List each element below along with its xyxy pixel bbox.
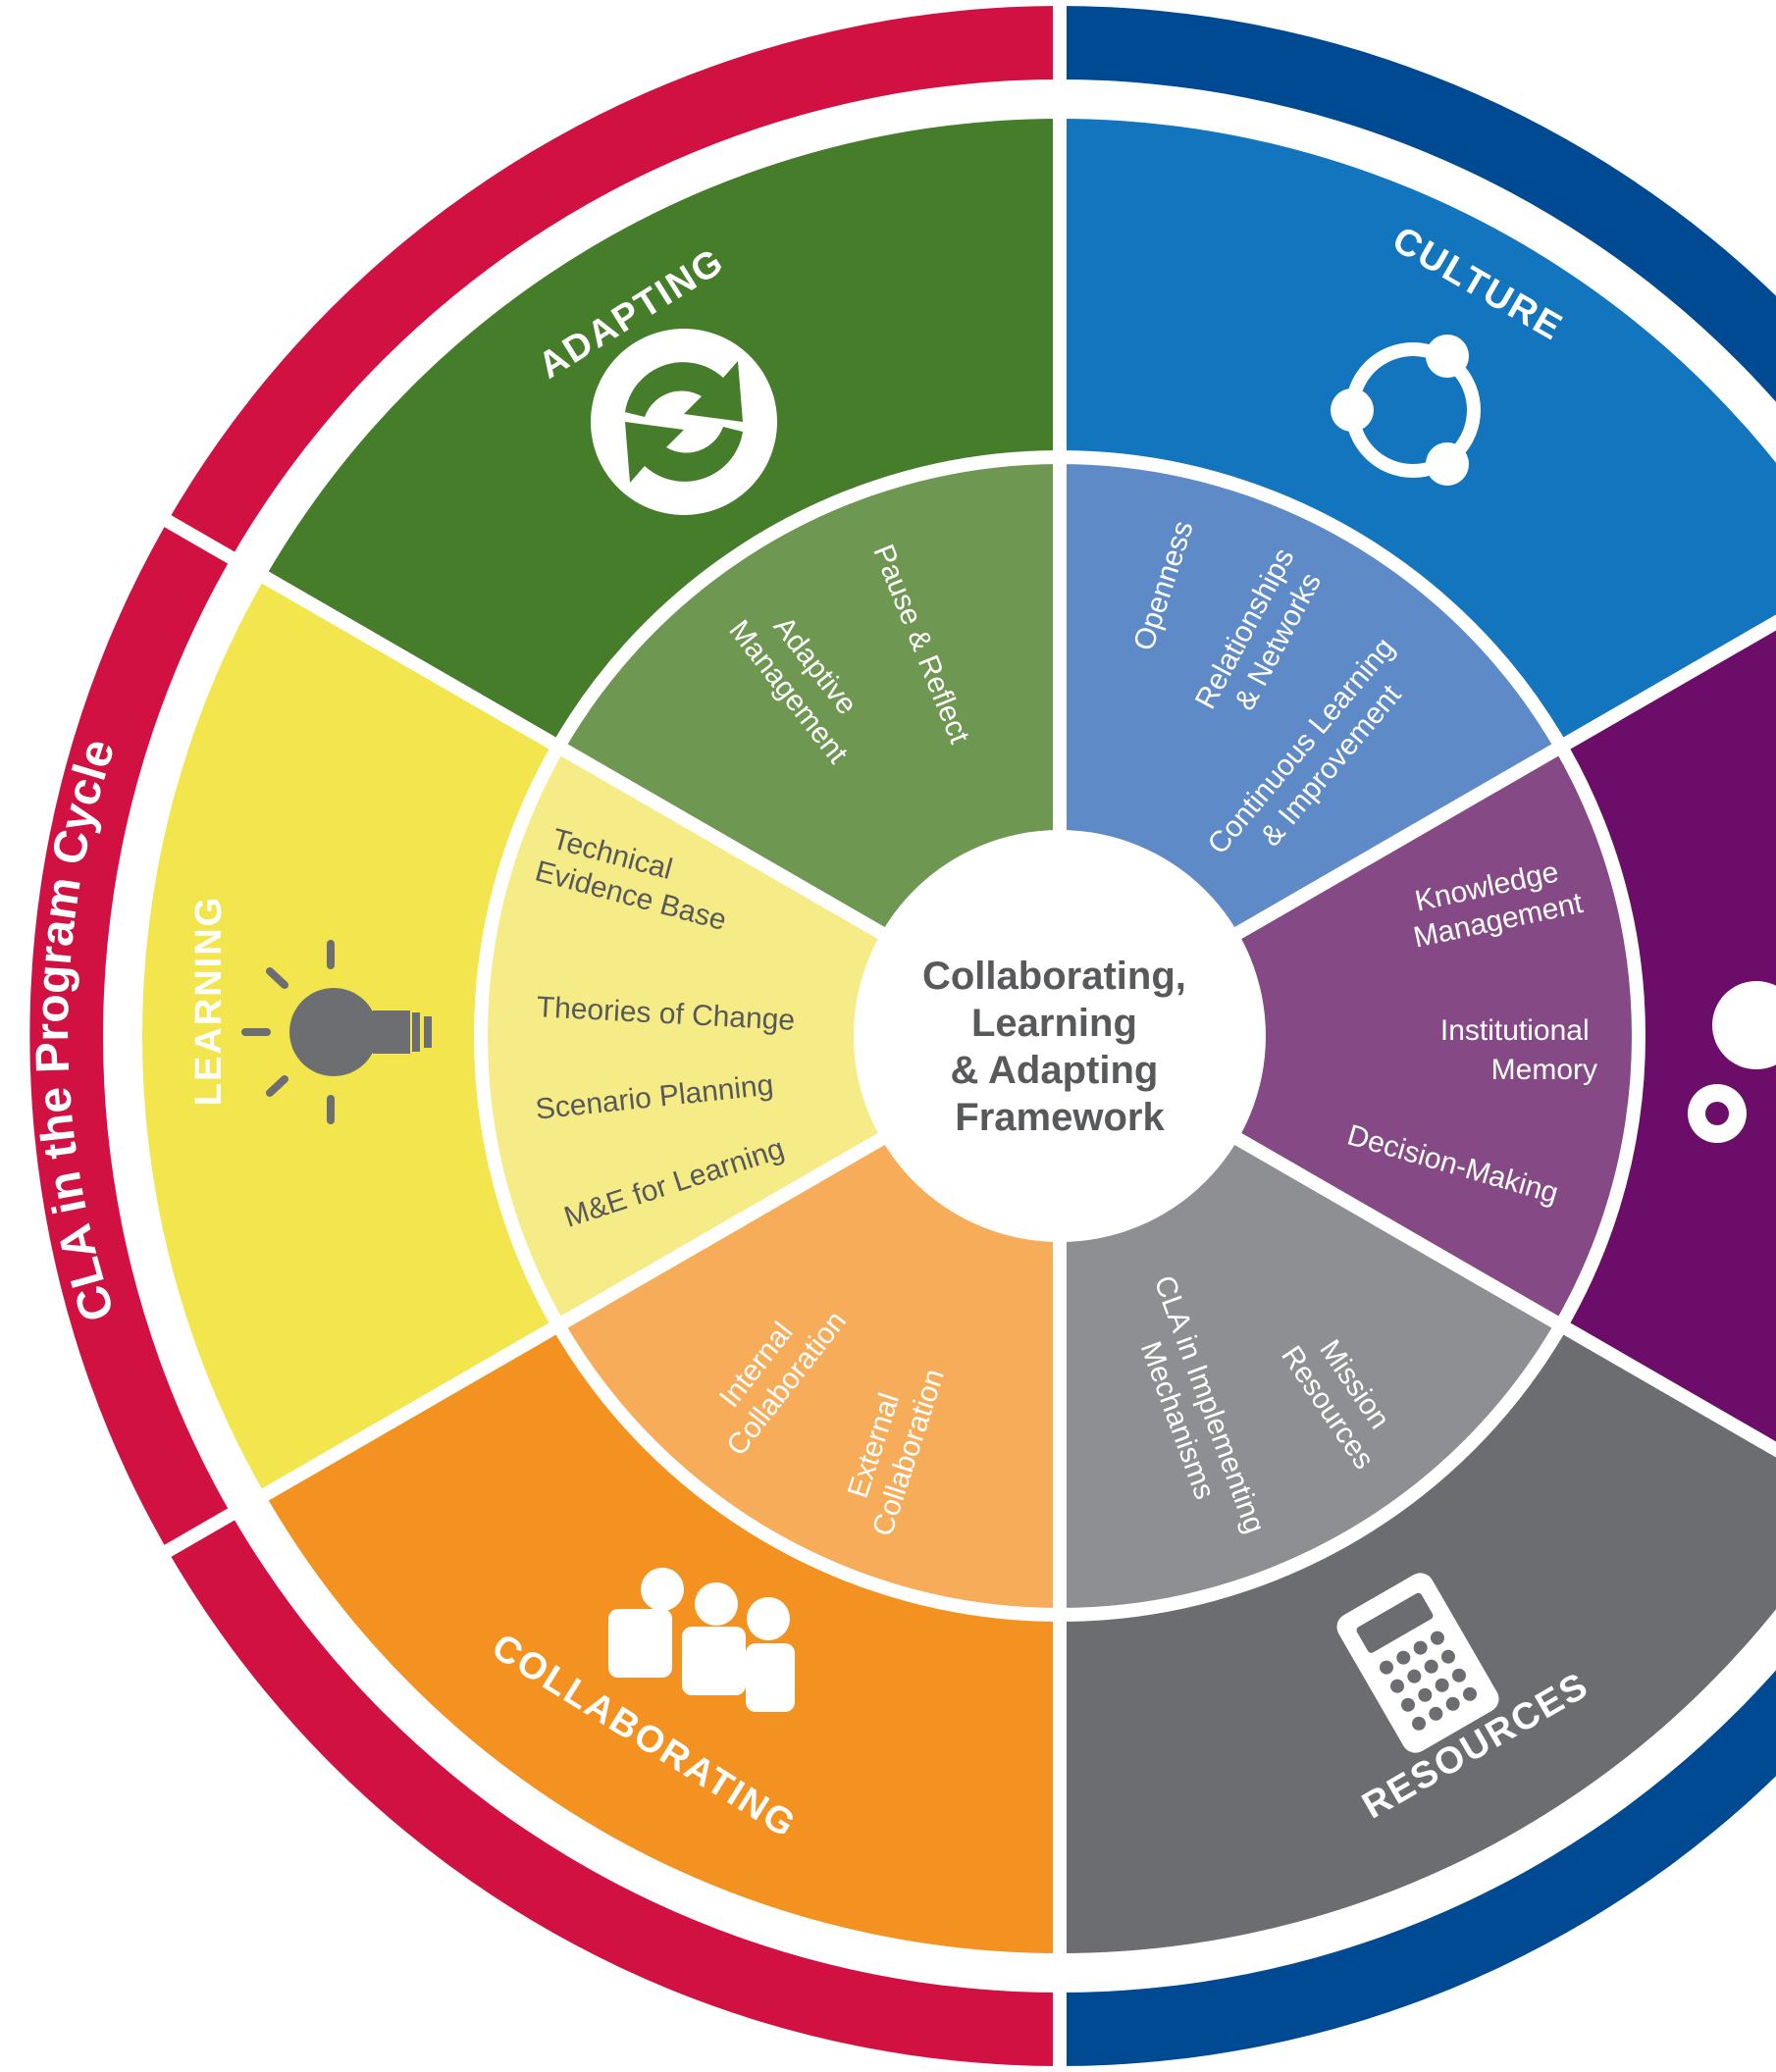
lightbulb-icon <box>241 940 432 1124</box>
calculator-key <box>1401 1697 1416 1712</box>
calculator-key <box>1380 1660 1394 1675</box>
center-circle <box>854 830 1266 1242</box>
calculator-key <box>1430 1631 1444 1645</box>
segment-inner-learning <box>480 747 1060 1325</box>
calculator-icon <box>1336 1573 1499 1753</box>
calculator-key <box>1396 1650 1411 1665</box>
calculator-key <box>1429 1706 1443 1721</box>
segment-inner-processes <box>1060 747 1639 1325</box>
calculator-key <box>1424 1659 1438 1674</box>
recycle-arrows-icon <box>591 329 777 515</box>
segment-outer-processes <box>1560 622 1776 1450</box>
calculator-key <box>1445 1696 1460 1711</box>
calculator-key <box>1407 1669 1422 1684</box>
calculator-key <box>1413 1640 1428 1655</box>
people-group-icon <box>608 1568 795 1712</box>
network-circle-icon <box>1331 335 1481 486</box>
center-title: Collaborating, Learning & Adapting Frame… <box>922 955 1197 1139</box>
inner-ring-border <box>474 450 1645 1622</box>
segment-outer-culture <box>1060 119 1776 747</box>
calculator-key <box>1435 1678 1449 1692</box>
item-institutional-memory: Institutional Memory <box>1440 1014 1597 1086</box>
calculator-key <box>1462 1686 1477 1701</box>
calculator-key <box>1418 1687 1433 1702</box>
label-learning: LEARNING <box>188 896 230 1106</box>
calculator-key <box>1451 1668 1466 1683</box>
calculator-key <box>1440 1649 1455 1664</box>
calculator-key <box>1390 1679 1405 1693</box>
calculator-key <box>1412 1716 1427 1731</box>
gears-icon <box>1688 981 1776 1143</box>
